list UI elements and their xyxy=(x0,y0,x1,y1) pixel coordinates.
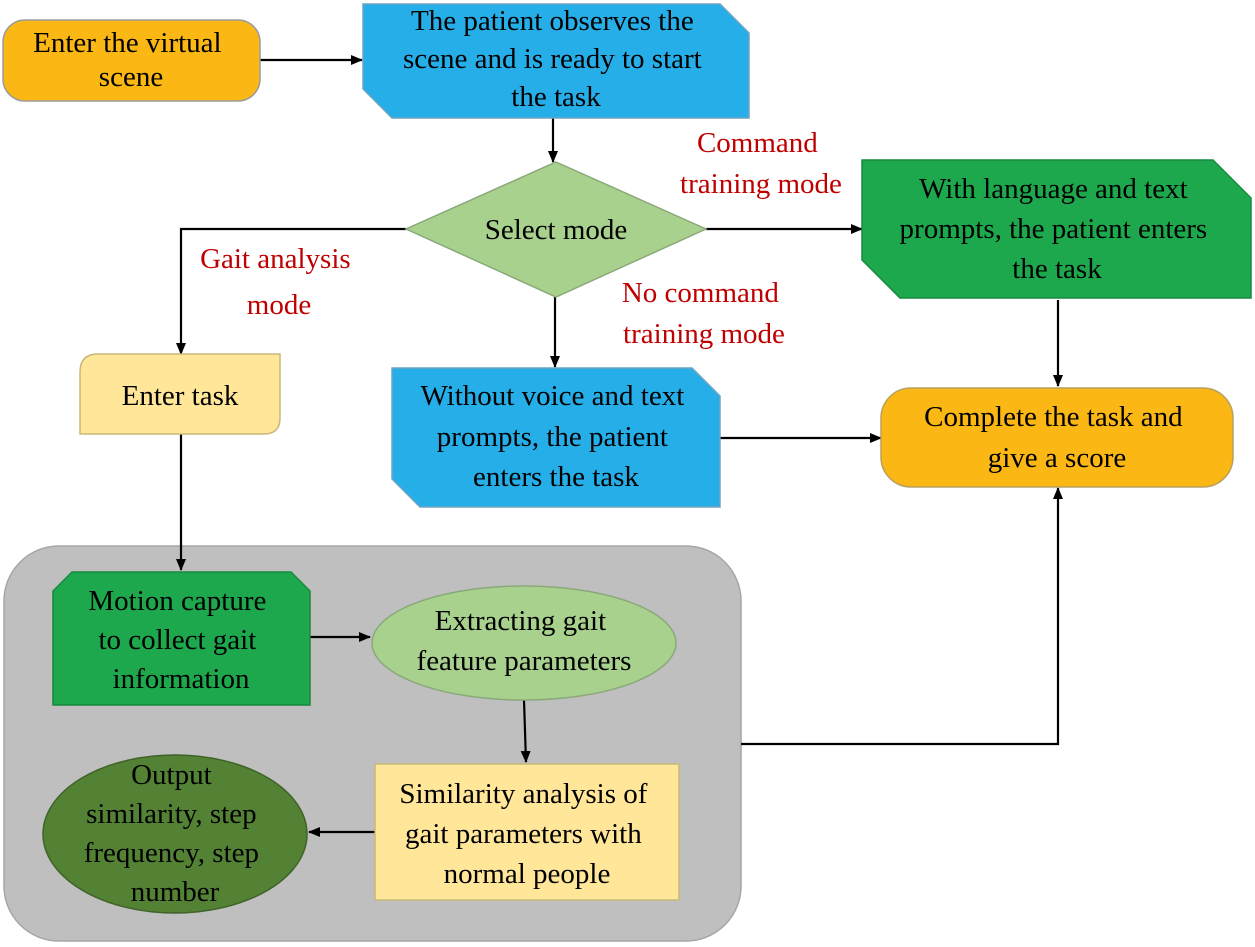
arrow-extract-to-similarity xyxy=(520,699,531,763)
node-extract-gait xyxy=(371,585,677,701)
node-enter-task-text: Enter task xyxy=(122,380,239,412)
node-extract-gait-text: Extracting gait feature parameters xyxy=(417,605,632,677)
node-enter-virtual-scene-text: Enter the virtual scene xyxy=(33,27,229,93)
node-select-mode-text: Select mode xyxy=(485,214,628,246)
node-enter-task xyxy=(79,353,281,435)
arrow-select-to-enter-task xyxy=(176,227,406,355)
node-without-prompts xyxy=(391,367,721,508)
node-motion-capture-text: Motion capture to collect gait informati… xyxy=(88,585,273,695)
connectors xyxy=(176,55,1063,837)
node-similarity-analysis xyxy=(374,763,680,901)
node-similarity-analysis-text: Similarity analysis of gait parameters w… xyxy=(399,778,654,890)
label-no-command-training-mode: No command training mode xyxy=(622,277,786,350)
node-without-prompts-text: Without voice and text prompts, the pati… xyxy=(420,380,691,493)
arrow-panel-to-complete xyxy=(741,487,1063,746)
node-complete-task-text: Complete the task and give a score xyxy=(924,401,1190,474)
node-patient-observes xyxy=(362,3,750,119)
node-select-mode xyxy=(404,161,708,298)
label-command-training-mode: Command training mode xyxy=(680,127,842,200)
node-motion-capture xyxy=(52,571,311,706)
node-output xyxy=(42,754,308,914)
node-output-text: Output similarity, step frequency, step … xyxy=(84,759,267,908)
node-with-prompts-text: With language and text prompts, the pati… xyxy=(900,173,1215,285)
node-complete-task xyxy=(880,387,1234,488)
node-enter-virtual-scene xyxy=(2,19,261,102)
node-patient-observes-text: The patient observes the scene and is re… xyxy=(403,5,709,113)
node-with-prompts xyxy=(861,159,1252,299)
label-gait-analysis-mode: Gait analysis mode xyxy=(200,243,358,321)
